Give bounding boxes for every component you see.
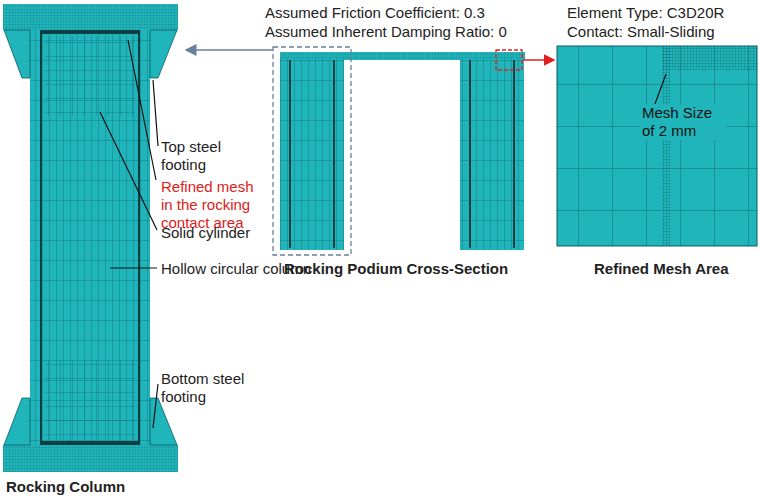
area-mesh — [557, 46, 757, 246]
bottom-plate — [3, 445, 178, 472]
fine-mesh-strip — [662, 46, 670, 246]
bottom-plate-mesh — [3, 445, 178, 472]
note: Contact: Small-Sliding — [567, 23, 715, 41]
fine-mesh — [662, 46, 757, 70]
leader-lines — [100, 40, 158, 428]
top-plate-mesh — [3, 4, 178, 30]
podium-column — [460, 58, 524, 250]
solid-cylinder-top — [45, 36, 135, 116]
panel-caption: Refined Mesh Area — [594, 260, 728, 278]
podium-column-mesh — [280, 58, 344, 250]
top-flange — [4, 30, 30, 78]
podium-column — [280, 58, 344, 250]
link-arrow — [186, 49, 273, 51]
panel-caption: Rocking Column — [6, 478, 125, 496]
part-label: Top steel footing — [161, 138, 243, 174]
area-border — [557, 46, 757, 246]
red-dashed-box — [496, 50, 522, 70]
part-label: Solid cylinder — [161, 224, 250, 242]
contact-refined — [40, 30, 140, 34]
leader-line — [100, 112, 157, 230]
top-plate — [3, 4, 178, 30]
column-body — [30, 30, 150, 445]
inner-wall — [333, 60, 335, 248]
part-label: Refined mesh in the rocking contact area — [161, 178, 269, 232]
leader-line — [655, 74, 666, 104]
rocking-column — [3, 4, 178, 472]
leader-line — [153, 384, 158, 428]
dimension-label: Mesh Size of 2 mm — [640, 104, 726, 140]
part-label: Bottom steel footing — [161, 370, 259, 406]
inner-wall — [469, 60, 471, 248]
podium-column-mesh — [460, 58, 524, 250]
zoom-arrow — [523, 59, 554, 61]
inner-wall — [513, 60, 515, 248]
leader-line — [110, 267, 157, 268]
panel-caption: Rocking Podium Cross-Section — [284, 260, 508, 278]
refined-mesh-area — [557, 46, 757, 246]
contact-refined — [40, 441, 140, 445]
inner-wall — [289, 60, 291, 248]
inner-wall — [40, 30, 42, 445]
top-flange — [150, 30, 177, 78]
note: Assumed Friction Coefficient: 0.3 — [265, 4, 485, 22]
leader-line — [128, 40, 156, 180]
column-mesh — [30, 30, 150, 445]
leader-line — [153, 80, 158, 146]
note: Element Type: C3D20R — [567, 4, 724, 22]
area-ground — [557, 46, 757, 246]
solid-cylinder-bottom — [45, 360, 135, 440]
note: Assumed Inherent Damping Ratio: 0 — [265, 23, 507, 41]
dashed-box — [273, 47, 351, 255]
bottom-flange — [4, 398, 30, 445]
